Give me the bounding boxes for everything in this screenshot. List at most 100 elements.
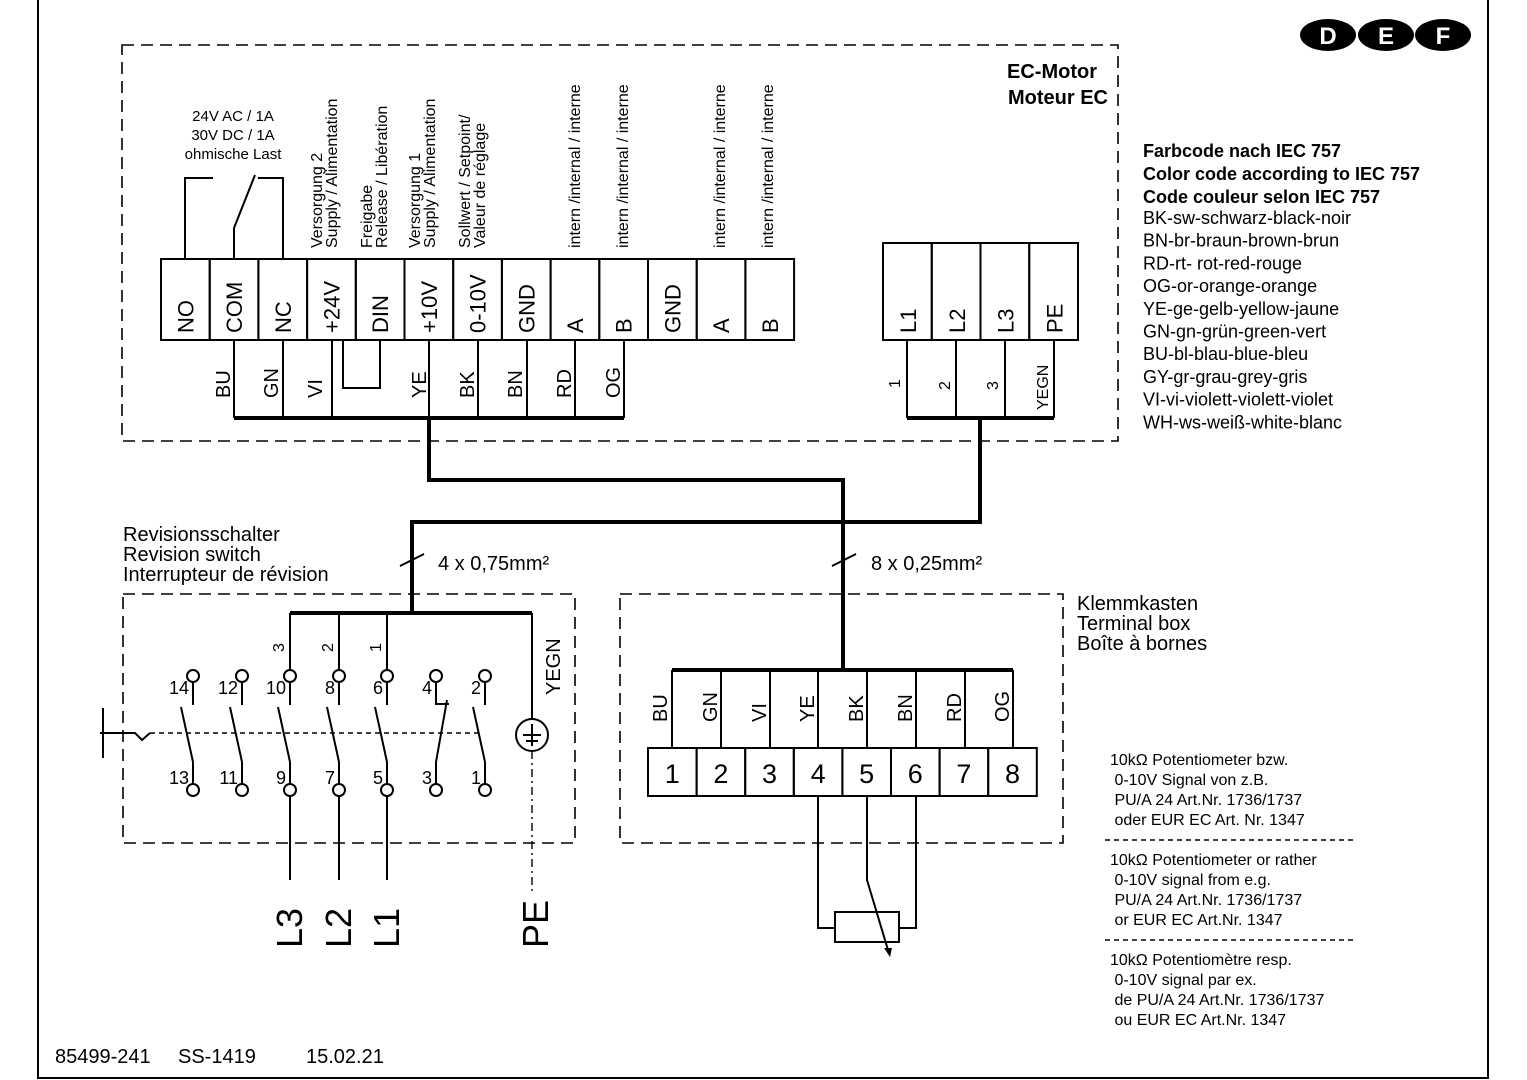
doc-date: 15.02.21 <box>306 1046 384 1068</box>
box-terminal-number: 6 <box>908 759 923 789</box>
power-wire-label: 2 <box>937 381 954 390</box>
power-terminal-label: L2 <box>945 309 970 333</box>
footer: 85499-241 SS-1419 15.02.21 <box>55 1046 384 1068</box>
power-terminal-label: L3 <box>994 309 1019 333</box>
svg-text:Boîte à bornes: Boîte à bornes <box>1077 633 1207 655</box>
wire-color-label: RD <box>554 369 576 398</box>
badge-d: D <box>1319 23 1336 50</box>
contact-number: 5 <box>373 768 383 788</box>
box-terminal <box>987 747 1038 797</box>
wire-color-label: BK <box>457 371 479 398</box>
wire-color-label: GN <box>261 368 283 398</box>
note-line: 0-10V Signal von z.B. <box>1110 772 1268 789</box>
box-terminal-number: 4 <box>811 759 826 789</box>
color-code-entry: YE-ge-gelb-yellow-jaune <box>1143 299 1339 319</box>
wire-color-label: BU <box>213 370 235 398</box>
contact-number: 3 <box>422 768 432 788</box>
language-badges: D E F <box>1300 19 1471 51</box>
box-terminal-number: 3 <box>762 759 777 789</box>
contact-blade <box>435 699 448 763</box>
color-code-heading: Color code according to IEC 757 <box>1143 164 1420 184</box>
internal-label: intern /internal / interne <box>712 84 729 248</box>
contact-number: 2 <box>471 678 481 698</box>
function-label: Sollwert / Setpoint/ <box>457 114 474 248</box>
color-code-entry: WH-ws-weiß-white-blanc <box>1143 412 1342 432</box>
wire-color-label: VI <box>305 379 327 398</box>
box-terminal-number: 1 <box>665 759 680 789</box>
ec-motor-box <box>121 44 1119 442</box>
cables <box>399 418 982 670</box>
box-wire-label: VI <box>749 703 771 722</box>
output-label: L1 <box>366 908 407 948</box>
din-jumper <box>342 340 381 389</box>
box-terminal-number: 2 <box>713 759 728 789</box>
internal-label: intern /internal / interne <box>760 84 777 248</box>
terminal-label: A <box>563 318 588 333</box>
svg-text:Terminal box: Terminal box <box>1077 613 1190 635</box>
note-line: PU/A 24 Art.Nr. 1736/1737 <box>1110 892 1302 909</box>
terminal-label: B <box>758 318 783 333</box>
terminal-label: GND <box>514 284 539 333</box>
terminal-cell <box>744 258 796 341</box>
page-frame <box>37 0 1489 1079</box>
power-wire-label: 1 <box>887 379 904 388</box>
ss-number: SS-1419 <box>178 1046 256 1068</box>
terminal-label: A <box>709 318 734 333</box>
function-label: Versorgung 2 <box>309 153 326 248</box>
relay-contact-symbol <box>184 174 284 259</box>
badge-e: E <box>1378 23 1394 50</box>
terminal-box-title: Klemmkasten Terminal box Boîte à bornes <box>1077 593 1207 655</box>
wire-color-label: YE <box>409 371 431 398</box>
terminal-label: NO <box>173 300 198 333</box>
box-wire-label: GN <box>700 692 722 722</box>
contact-blade <box>180 706 194 763</box>
ec-motor-title-fr: Moteur EC <box>1008 87 1108 109</box>
color-code-entry: BN-br-braun-brown-brun <box>1143 231 1339 251</box>
terminal-label: DIN <box>368 295 393 333</box>
contact-number: 1 <box>471 768 481 788</box>
box-wire-label: YE <box>797 695 819 722</box>
wire-color-label: BN <box>505 370 527 398</box>
ec-motor-title: EC-Motor <box>1007 61 1097 83</box>
color-code-heading: Farbcode nach IEC 757 <box>1143 141 1341 161</box>
svg-text:Revision switch: Revision switch <box>123 544 261 566</box>
svg-text:24V AC / 1A: 24V AC / 1A <box>192 108 274 125</box>
terminal-label: 0-10V <box>466 274 491 333</box>
function-label: Versorgung 1 <box>407 153 424 248</box>
output-label: PE <box>515 900 556 948</box>
terminal-label: B <box>612 318 637 333</box>
note-line: PU/A 24 Art.Nr. 1736/1737 <box>1110 792 1302 809</box>
contact-blade <box>326 706 340 763</box>
contact-number: 13 <box>169 768 189 788</box>
box-wire-label: BN <box>895 694 917 722</box>
color-code-entry: RD-rt- rot-red-rouge <box>1143 253 1302 273</box>
function-label: Freigabe <box>359 185 376 248</box>
badge-f: F <box>1436 23 1451 50</box>
contact-number: 12 <box>218 678 238 698</box>
note-line: 10kΩ Potentiometer bzw. <box>1110 752 1288 769</box>
revision-switch-box <box>122 593 576 844</box>
revision-switch-title: Revisionsschalter Revision switch Interr… <box>123 524 329 586</box>
output-label: L2 <box>318 908 359 948</box>
contact-number: 6 <box>373 678 383 698</box>
box-wire-label: OG <box>992 691 1014 722</box>
color-code-entry: GN-gn-grün-green-vert <box>1143 322 1326 342</box>
note-line: oder EUR EC Art. Nr. 1347 <box>1110 812 1305 829</box>
color-code-heading: Code couleur selon IEC 757 <box>1143 187 1380 207</box>
contact-blade <box>374 706 388 763</box>
terminal-label: NC <box>271 301 296 333</box>
contact-number: 9 <box>276 768 286 788</box>
svg-text:Klemmkasten: Klemmkasten <box>1077 593 1198 615</box>
contact-number: 8 <box>325 678 335 698</box>
power-wire-label: YEGN <box>1035 365 1052 410</box>
wire-number: 2 <box>320 643 337 652</box>
contact-number: 11 <box>219 768 238 788</box>
terminal-label: +10V <box>417 281 442 333</box>
wire-number: 3 <box>271 643 288 652</box>
